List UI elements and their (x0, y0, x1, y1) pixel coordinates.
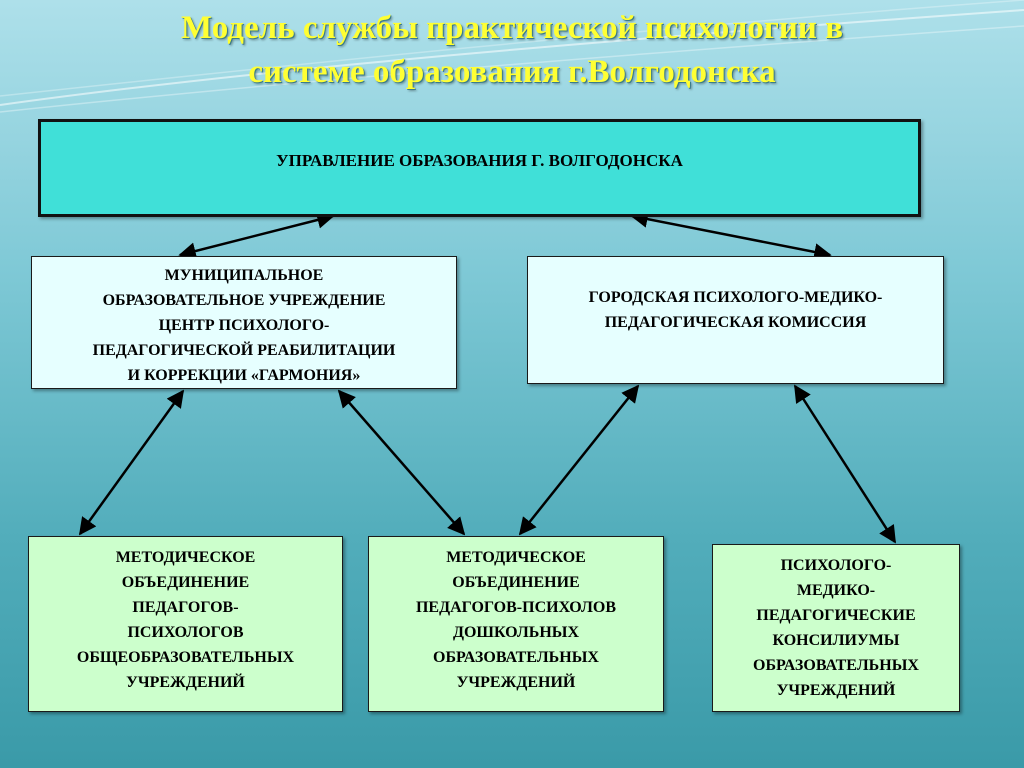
box-city-pmpk: ГОРОДСКАЯ ПСИХОЛОГО-МЕДИКО- ПЕДАГОГИЧЕСК… (527, 256, 944, 384)
box-line: ГОРОДСКАЯ ПСИХОЛОГО-МЕДИКО- (588, 289, 883, 306)
box-line: ПСИХОЛОГО- (780, 557, 892, 574)
box-line: ПСИХОЛОГОВ (127, 624, 244, 641)
arrow-garmonia-mo-general (78, 389, 185, 536)
box-line: КОНСИЛИУМЫ (772, 632, 900, 649)
arrow-pmpk-mo-preschool (518, 384, 640, 536)
box-line: ПЕДАГОГИЧЕСКАЯ КОМИССИЯ (604, 314, 867, 331)
box-line: ОБРАЗОВАТЕЛЬНОЕ УЧРЕЖДЕНИЕ (102, 292, 386, 309)
box-mo-preschool: МЕТОДИЧЕСКОЕ ОБЪЕДИНЕНИЕ ПЕДАГОГОВ-ПСИХО… (368, 536, 664, 712)
box-line: ПЕДАГОГИЧЕСКОЙ РЕАБИЛИТАЦИИ (92, 342, 396, 359)
box-line: ОБРАЗОВАТЕЛЬНЫХ (753, 657, 919, 674)
box-line: УЧРЕЖДЕНИЙ (776, 682, 896, 699)
title-line-1: Модель службы практической психологии в (181, 10, 843, 46)
box-line: ПЕДАГОГИЧЕСКИЕ (756, 607, 916, 624)
box-mo-general-education: МЕТОДИЧЕСКОЕ ОБЪЕДИНЕНИЕ ПЕДАГОГОВ- ПСИХ… (28, 536, 343, 712)
box-line: ДОШКОЛЬНЫХ (452, 624, 580, 641)
box-line: ПЕДАГОГОВ- (132, 599, 239, 616)
arrow-top-garmonia (178, 211, 335, 260)
box-education-department: УПРАВЛЕНИЕ ОБРАЗОВАНИЯ Г. ВОЛГОДОНСКА (38, 119, 921, 217)
arrow-top-pmpk (630, 210, 832, 261)
box-line: МУНИЦИПАЛЬНОЕ (164, 267, 324, 284)
box-line: ОБЩЕОБРАЗОВАТЕЛЬНЫХ (76, 649, 295, 666)
box-line: ЦЕНТР ПСИХОЛОГО- (158, 317, 330, 334)
box-line: ПЕДАГОГОВ-ПСИХОЛОВ (415, 599, 616, 616)
title-line-2: системе образования г.Волгодонска (248, 54, 776, 90)
box-line: МЕТОДИЧЕСКОЕ (115, 549, 256, 566)
box-pmp-councils: ПСИХОЛОГО- МЕДИКО- ПЕДАГОГИЧЕСКИЕ КОНСИЛ… (712, 544, 960, 712)
box-line: ОБЪЕДИНЕНИЕ (452, 574, 580, 591)
box-line: И КОРРЕКЦИИ «ГАРМОНИЯ» (127, 367, 361, 384)
box-garmonia-center: МУНИЦИПАЛЬНОЕ ОБРАЗОВАТЕЛЬНОЕ УЧРЕЖДЕНИЕ… (31, 256, 457, 389)
box-line: УПРАВЛЕНИЕ ОБРАЗОВАНИЯ Г. ВОЛГОДОНСКА (276, 151, 683, 170)
box-line: МЕТОДИЧЕСКОЕ (446, 549, 586, 566)
box-line: УЧРЕЖДЕНИЙ (456, 674, 576, 691)
box-line: УЧРЕЖДЕНИЙ (126, 674, 245, 691)
box-line: ОБЪЕДИНЕНИЕ (121, 574, 250, 591)
arrow-pmpk-councils (793, 384, 897, 544)
arrow-garmonia-mo-preschool (337, 389, 466, 536)
background-swoosh (0, 0, 1024, 113)
box-line: ОБРАЗОВАТЕЛЬНЫХ (433, 649, 599, 666)
box-line: МЕДИКО- (796, 582, 876, 599)
page-title: Модель службы практической психологии в … (0, 6, 1024, 94)
